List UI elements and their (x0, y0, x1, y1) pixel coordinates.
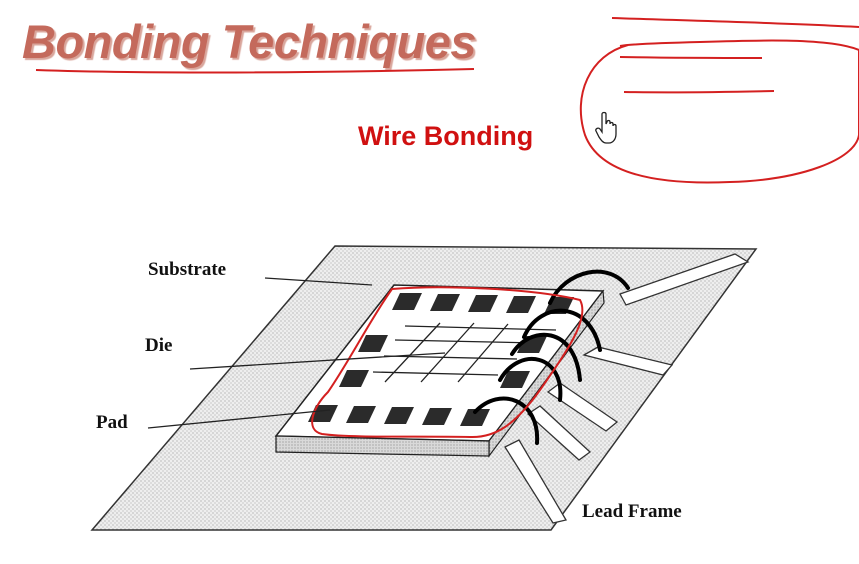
bond-wires (473, 269, 630, 445)
bond-pad (422, 408, 452, 425)
label-pad: Pad (96, 412, 128, 433)
bond-pads (308, 293, 574, 426)
bond-pad (384, 407, 414, 424)
wire-bonding-heading: Wire Bonding (358, 121, 534, 151)
label-die: Die (145, 335, 172, 356)
hand-pointer-icon (595, 111, 617, 144)
bond-pad (339, 370, 369, 387)
bond-pad (468, 295, 498, 312)
bond-pad (346, 406, 376, 423)
leader-lines (147, 277, 446, 429)
freehand-annotation (579, 17, 859, 184)
bond-pad (460, 409, 490, 426)
label-lead-frame: Lead Frame (582, 501, 682, 522)
bond-pad (500, 371, 530, 388)
bond-pad (358, 335, 388, 352)
die-outline-annotation (311, 286, 584, 439)
title-underline-annotation (35, 68, 475, 74)
die-circuit-grid (372, 322, 557, 383)
label-substrate: Substrate (148, 259, 226, 280)
bond-pad (506, 296, 536, 313)
slide-title: Bonding Techniques (22, 15, 477, 68)
die-side-front (275, 435, 490, 457)
lead-frame (504, 253, 750, 524)
bond-pad (430, 294, 460, 311)
bond-pad (392, 293, 422, 310)
